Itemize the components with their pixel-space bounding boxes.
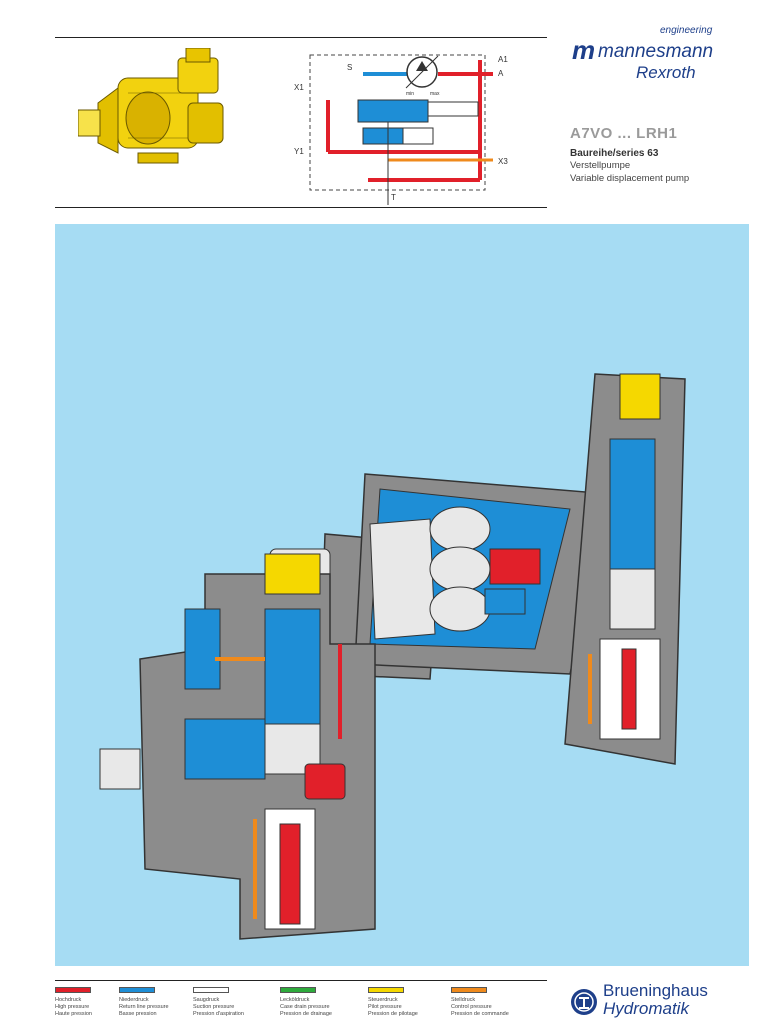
- legend-item-case-drain-pressure: Lecköldruck Case drain pressure Pression…: [280, 987, 365, 1018]
- port-t-label: T: [391, 193, 396, 202]
- legend-label-fr: Pression de commande: [451, 1011, 509, 1017]
- legend-label-en: Pilot pressure: [368, 1004, 402, 1010]
- hydromatik-text: Hydromatik: [603, 999, 689, 1018]
- legend-label-de: Niederdruck: [119, 997, 149, 1003]
- legend-label-de: Steuerdruck: [368, 997, 398, 1003]
- legend-swatch: [193, 987, 229, 993]
- legend-label-fr: Haute pression: [55, 1011, 92, 1017]
- legend-item-control-pressure: Stelldruck Control pressure Pression de …: [451, 987, 536, 1018]
- legend-item-high-pressure: Hochdruck High pressure Haute pression: [55, 987, 140, 1018]
- legend-label-en: Case drain pressure: [280, 1004, 330, 1010]
- min-label: min: [406, 91, 414, 97]
- brueninghaus-text: Brueninghaus: [603, 981, 708, 1000]
- brueninghaus-hydromatik-logo: Brueninghaus Hydromatik: [570, 981, 760, 1022]
- legend-label-de: Hochdruck: [55, 997, 82, 1003]
- top-rule: [55, 37, 547, 38]
- legend-label-de: Lecköldruck: [280, 997, 310, 1003]
- port-s-label: S: [347, 63, 352, 72]
- legend-swatch: [368, 987, 404, 993]
- bottom-rule: [55, 980, 547, 981]
- rexroth-text: Rexroth: [636, 63, 696, 82]
- port-a-label: A: [498, 69, 504, 78]
- legend-label-en: Suction pressure: [193, 1004, 235, 1010]
- legend-swatch: [280, 987, 316, 993]
- legend-label-fr: Pression d'aspiration: [193, 1011, 244, 1017]
- mannesmann-m-mark: m: [572, 35, 595, 65]
- max-label: max: [430, 91, 440, 97]
- legend-label-fr: Pression de drainage: [280, 1011, 332, 1017]
- middle-rule: [55, 207, 547, 208]
- port-x1-label: X1: [294, 83, 304, 92]
- legend-swatch: [55, 987, 91, 993]
- series-label: Baureihe/series 63: [570, 148, 659, 159]
- legend-label-en: Return line pressure: [119, 1004, 169, 1010]
- product-title-block: A7VO ... LRH1 Baureihe/series 63 Verstel…: [570, 125, 760, 185]
- legend-label-fr: Pression de pilotage: [368, 1011, 418, 1017]
- legend-label-fr: Basse pression: [119, 1011, 157, 1017]
- legend-label-en: High pressure: [55, 1004, 90, 1010]
- brueninghaus-emblem-icon: [571, 989, 597, 1015]
- port-a1-label: A1: [498, 55, 508, 64]
- description-en: Variable displacement pump: [570, 173, 690, 184]
- pump-illustration: [78, 48, 224, 164]
- mannesmann-text: mannesmann: [598, 41, 714, 62]
- legend-item-suction-pressure: Saugdruck Suction pressure Pression d'as…: [193, 987, 278, 1018]
- legend-swatch: [119, 987, 155, 993]
- legend-label-de: Stelldruck: [451, 997, 476, 1003]
- legend-item-return-pressure: Niederdruck Return line pressure Basse p…: [119, 987, 204, 1018]
- legend-swatch: [451, 987, 487, 993]
- cutaway-panel: [55, 224, 749, 966]
- legend-label-de: Saugdruck: [193, 997, 220, 1003]
- engineering-text: engineering: [660, 25, 713, 36]
- description-de: Verstellpumpe: [570, 160, 631, 171]
- port-x3-label: X3: [498, 157, 508, 166]
- legend-item-pilot-pressure: Steuerdruck Pilot pressure Pression de p…: [368, 987, 453, 1018]
- pressure-legend: Hochdruck High pressure Haute pression N…: [55, 987, 547, 1024]
- port-y1-label: Y1: [294, 147, 304, 156]
- model-title: A7VO ... LRH1: [570, 125, 678, 142]
- pump-cutaway-drawing: [99, 373, 686, 940]
- hydraulic-schematic: S A1 A X1 Y1 X3 T min max: [294, 54, 508, 205]
- legend-label-en: Control pressure: [451, 1004, 492, 1010]
